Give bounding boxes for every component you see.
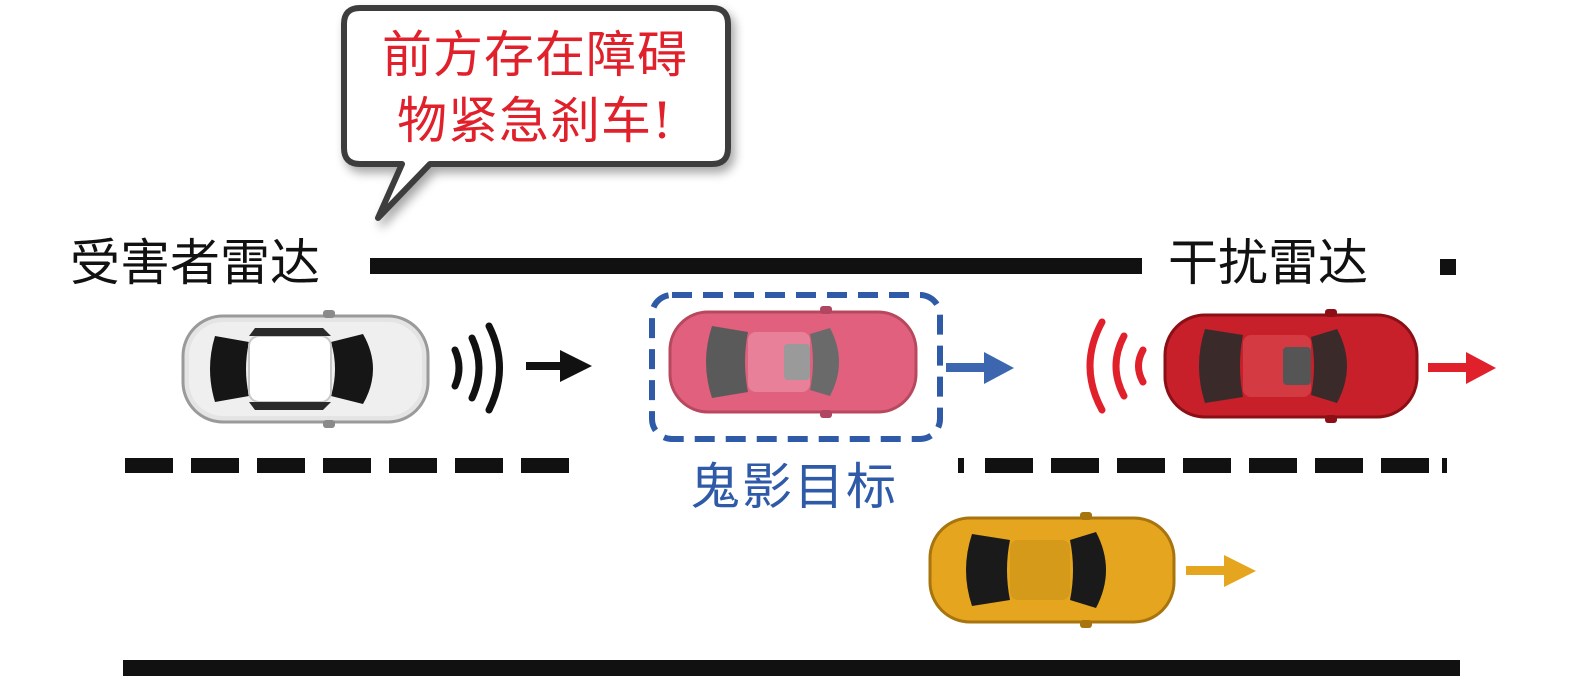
lane-dash: [455, 458, 503, 473]
lane-divider-dashed: [125, 458, 1447, 473]
lane-dash: [257, 458, 305, 473]
warning-speech-bubble: [341, 5, 731, 221]
interfering-radar-car: [1163, 309, 1419, 423]
bottom-road-edge: [123, 660, 1460, 676]
interfering-radar-label: 干扰雷达: [1168, 234, 1368, 292]
adjacent-lane-car: [928, 512, 1176, 628]
lane-dash: [1249, 458, 1297, 473]
top-road-edge-end-mark: [1440, 259, 1456, 275]
lane-dash: [1381, 458, 1429, 473]
ghost-direction-arrow: [946, 352, 1014, 384]
victim-radar-car: [181, 310, 430, 428]
top-road-edge: [370, 258, 1142, 274]
victim-radar-label: 受害者雷达: [70, 234, 320, 292]
road: [123, 258, 1460, 676]
emergency-brake-warning-text: 前方存在障碍 物紧急刹车!: [360, 22, 710, 154]
lane-dash: [191, 458, 239, 473]
ghost-target-label: 鬼影目标: [690, 458, 898, 516]
lane-dash: [958, 458, 964, 473]
warning-line-2: 物紧急刹车!: [396, 92, 674, 150]
lane-dash: [521, 458, 569, 473]
victim-direction-arrow: [526, 350, 592, 382]
lane-dash: [985, 458, 1033, 473]
lane-dash: [1442, 458, 1447, 473]
ghost-target-car: [668, 306, 918, 418]
lane-dash: [1117, 458, 1165, 473]
adjacent-car-direction-arrow: [1186, 555, 1256, 587]
lane-dash: [1315, 458, 1363, 473]
lane-dash: [389, 458, 437, 473]
lane-dash: [1051, 458, 1099, 473]
ghost-target-dashed-box: [649, 292, 943, 442]
lane-dash: [323, 458, 371, 473]
interfering-direction-arrow: [1428, 352, 1496, 384]
warning-line-1: 前方存在障碍: [382, 26, 688, 84]
lane-dash: [1183, 458, 1231, 473]
radio-waves-left-icon: [1086, 318, 1147, 414]
lane-dash: [125, 458, 173, 473]
radio-waves-right-icon: [451, 322, 503, 414]
